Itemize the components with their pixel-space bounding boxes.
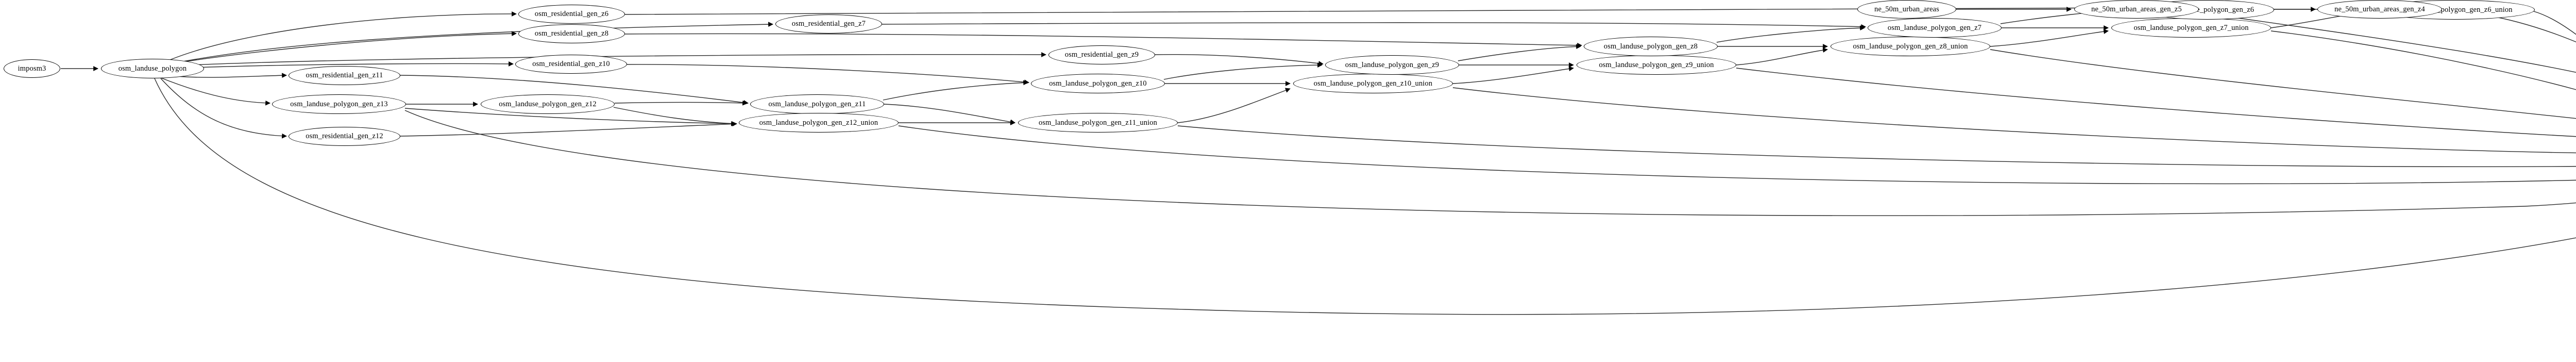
node-ne-50m-urban-areas-gen-z5[interactable]: ne_50m_urban_areas_gen_z5 — [2074, 0, 2199, 19]
node-osm-residential-gen-z10[interactable]: osm_residential_gen_z10 — [515, 55, 627, 74]
node-osm-landuse-polygon-gen-z8[interactable]: osm_landuse_polygon_gen_z8 — [1584, 37, 1718, 56]
node-label: osm_landuse_polygon — [118, 64, 187, 73]
node-osm-landuse-polygon-gen-z12-union[interactable]: osm_landuse_polygon_gen_z12_union — [739, 113, 899, 133]
node-label: osm_residential_gen_z10 — [532, 60, 610, 69]
node-label: osm_landuse_polygon_gen_z9 — [1345, 60, 1439, 69]
node-label: osm_landuse_polygon_gen_z10_union — [1313, 79, 1433, 88]
node-osm-landuse-polygon-gen-z10[interactable]: osm_landuse_polygon_gen_z10 — [1031, 74, 1165, 93]
node-osm-residential-gen-z11[interactable]: osm_residential_gen_z11 — [289, 66, 400, 85]
node-label: ne_50m_urban_areas_gen_z4 — [2334, 5, 2425, 13]
node-label: osm_residential_gen_z12 — [306, 132, 383, 141]
node-osm-landuse-polygon-gen-z12[interactable]: osm_landuse_polygon_gen_z12 — [481, 94, 615, 114]
node-osm-landuse-polygon-gen-z9[interactable]: osm_landuse_polygon_gen_z9 — [1325, 55, 1459, 75]
node-label: osm_landuse_polygon_gen_z12_union — [759, 118, 878, 127]
node-osm-landuse-polygon-gen-z13[interactable]: osm_landuse_polygon_gen_z13 — [272, 94, 406, 114]
node-label: osm_landuse_polygon_gen_z12 — [499, 100, 597, 108]
node-ne-50m-urban-areas-gen-z4[interactable]: ne_50m_urban_areas_gen_z4 — [2317, 0, 2442, 19]
node-label: osm_residential_gen_z8 — [534, 29, 609, 38]
node-osm-landuse-polygon-gen-z11[interactable]: osm_landuse_polygon_gen_z11 — [750, 94, 884, 114]
node-label: osm_landuse_polygon_gen_z7_union — [2133, 23, 2249, 32]
node-label: osm_landuse_polygon_gen_z11 — [768, 100, 866, 108]
node-imposm3[interactable]: imposm3 — [4, 59, 60, 78]
node-osm-landuse-polygon[interactable]: osm_landuse_polygon — [101, 59, 204, 78]
node-label: osm_residential_gen_z7 — [791, 20, 866, 28]
node-osm-landuse-polygon-gen-z11-union[interactable]: osm_landuse_polygon_gen_z11_union — [1018, 113, 1178, 133]
node-osm-landuse-polygon-gen-z7[interactable]: osm_landuse_polygon_gen_z7 — [1868, 18, 2002, 38]
node-label: osm_landuse_polygon_gen_z8_union — [1853, 42, 1968, 51]
node-label: imposm3 — [18, 64, 46, 73]
node-label: ne_50m_urban_areas — [1874, 5, 1939, 13]
node-label: ne_50m_urban_areas_gen_z5 — [2091, 5, 2182, 13]
node-label: osm_landuse_polygon_gen_z10 — [1049, 79, 1147, 88]
node-ne-50m-urban-areas[interactable]: ne_50m_urban_areas — [1857, 0, 1956, 19]
node-osm-landuse-polygon-gen-z9-union[interactable]: osm_landuse_polygon_gen_z9_union — [1577, 55, 1736, 75]
node-osm-residential-gen-z9[interactable]: osm_residential_gen_z9 — [1048, 45, 1155, 64]
node-osm-residential-gen-z6[interactable]: osm_residential_gen_z6 — [518, 5, 625, 24]
node-osm-residential-gen-z12[interactable]: osm_residential_gen_z12 — [289, 127, 400, 146]
node-label: osm_residential_gen_z6 — [534, 10, 609, 19]
node-label: osm_landuse_polygon_gen_z11_union — [1039, 118, 1157, 127]
node-label: osm_landuse_polygon_gen_z13 — [290, 100, 388, 108]
node-osm-landuse-polygon-gen-z8-union[interactable]: osm_landuse_polygon_gen_z8_union — [1831, 37, 1990, 56]
node-label: osm_landuse_polygon_gen_z9_union — [1599, 60, 1714, 69]
node-osm-residential-gen-z8[interactable]: osm_residential_gen_z8 — [518, 24, 625, 43]
node-osm-residential-gen-z7[interactable]: osm_residential_gen_z7 — [775, 14, 882, 34]
node-osm-landuse-polygon-gen-z10-union[interactable]: osm_landuse_polygon_gen_z10_union — [1293, 74, 1453, 93]
node-label: osm_landuse_polygon_gen_z7 — [1887, 23, 1982, 32]
node-label: osm_residential_gen_z11 — [306, 71, 383, 80]
node-label: osm_landuse_polygon_gen_z8 — [1603, 42, 1698, 51]
node-osm-landuse-polygon-gen-z7-union[interactable]: osm_landuse_polygon_gen_z7_union — [2111, 18, 2271, 38]
node-label: osm_residential_gen_z9 — [1064, 51, 1139, 59]
